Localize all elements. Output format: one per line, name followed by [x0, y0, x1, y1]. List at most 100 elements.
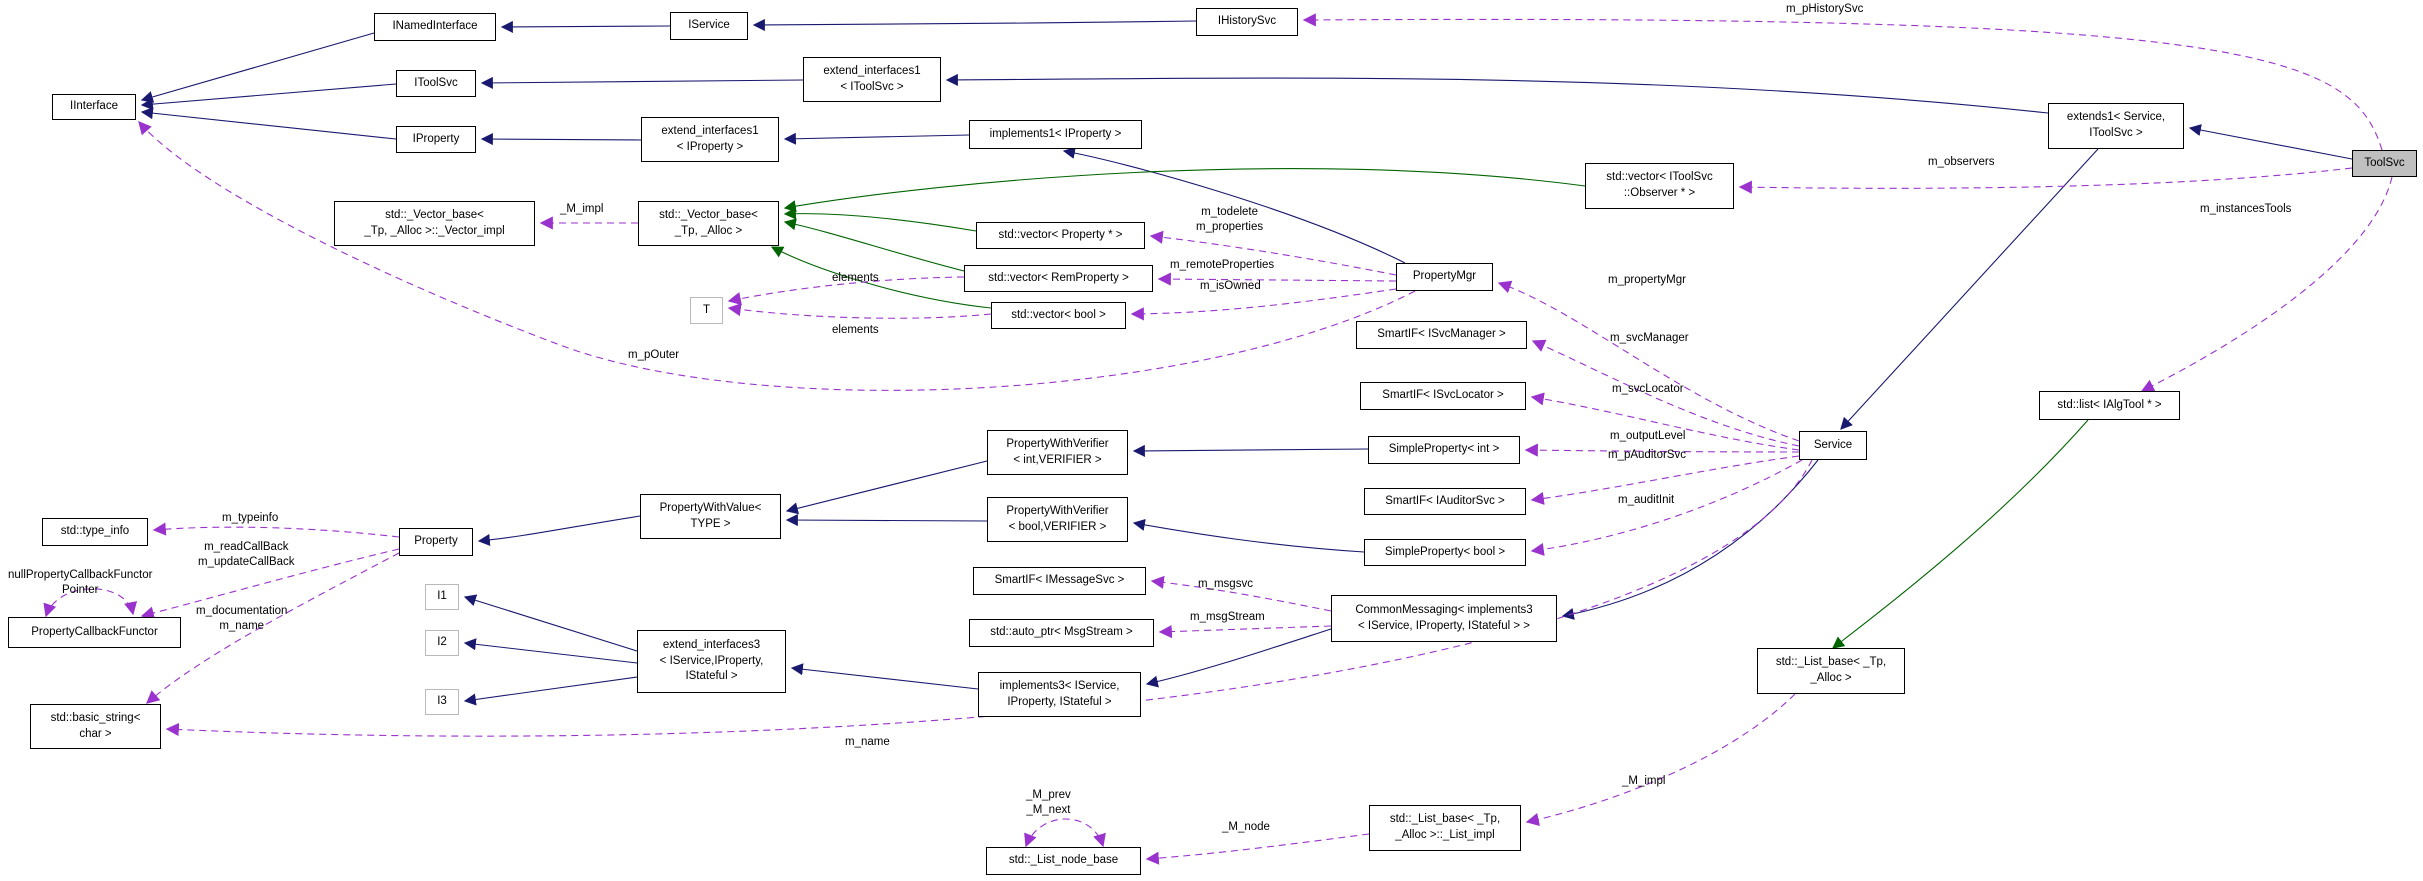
edge-template-vec_bool-to-vbase [770, 246, 992, 309]
class-node-iservice[interactable]: IService [670, 12, 748, 40]
class-node-pcf[interactable]: PropertyCallbackFunctor [8, 617, 181, 648]
edge-usage-commonmsg-to-smartif_msgsvc [1150, 575, 1332, 612]
edge-label-service-to-simpleprop_int: m_outputLevel [1610, 430, 1686, 442]
class-node-i1_param: I1 [425, 584, 459, 610]
class-node-ei1_toolsvc[interactable]: extend_interfaces1 < IToolSvc > [803, 57, 941, 102]
edge-label-vec_rem-to-t_param: elements [832, 272, 879, 284]
class-node-list_node[interactable]: std::_List_node_base [986, 847, 1141, 875]
class-node-ihistory[interactable]: IHistorySvc [1196, 8, 1298, 36]
edge-inherit-ihistory-to-iservice [752, 18, 1197, 32]
edge-usage-service-to-simpleprop_int [1524, 443, 1800, 457]
edge-label-list_base-to-list_impl: _M_impl [1622, 775, 1666, 787]
edge-usage-propertymgr-to-vec_bool [1130, 288, 1397, 321]
edge-inherit-commonmsg-to-impl3 [1145, 628, 1332, 688]
class-node-toolsvc: ToolSvc [2352, 150, 2417, 177]
class-node-smartif_auditor[interactable]: SmartIF< IAuditorSvc > [1364, 488, 1526, 515]
class-node-i3_param: I3 [425, 689, 459, 715]
class-node-itoolsvc[interactable]: IToolSvc [396, 70, 476, 97]
edge-inherit-extends1-to-ei1_toolsvc [945, 73, 2049, 114]
edge-label-service-to-propertymgr: m_propertyMgr [1608, 274, 1686, 286]
class-node-smartif_svcloc[interactable]: SmartIF< ISvcLocator > [1360, 382, 1526, 410]
edge-usage-service-to-simpleprop_bool [1530, 459, 1803, 556]
class-node-list_base[interactable]: std::_List_base< _Tp, _Alloc > [1757, 648, 1905, 694]
edge-label-pcf-to-pcf: nullPropertyCallbackFunctor Pointer [8, 569, 153, 596]
class-node-smartif_svcmgr[interactable]: SmartIF< ISvcManager > [1356, 321, 1527, 349]
edge-usage-toolsvc-to-ihistory [1302, 13, 2383, 151]
edge-label-service-to-simpleprop_bool: m_auditInit [1618, 494, 1675, 506]
edge-inherit-ei1_toolsvc-to-itoolsvc [480, 76, 804, 89]
class-node-simpleprop_bool[interactable]: SimpleProperty< bool > [1364, 539, 1526, 566]
edge-inherit-pwvalue-to-property [477, 515, 641, 547]
class-node-list_algtool[interactable]: std::list< IAlgTool * > [2039, 391, 2180, 420]
edge-inherit-simpleprop_int-to-pwv_int [1132, 444, 1369, 457]
class-node-smartif_msgsvc[interactable]: SmartIF< IMessageSvc > [973, 567, 1146, 595]
edge-usage-vec_rem-to-t_param [727, 276, 965, 306]
edge-usage-list_base-to-list_impl [1525, 693, 1796, 826]
class-node-basic_string[interactable]: std::basic_string< char > [30, 704, 161, 749]
class-node-commonmsg[interactable]: CommonMessaging< implements3 < IService,… [1331, 595, 1557, 642]
edge-inherit-simpleprop_bool-to-pwv_bool [1132, 518, 1365, 553]
edge-label-service-to-smartif_auditor: m_pAuditorSvc [1608, 449, 1686, 461]
edge-inherit-service-to-commonmsg [1561, 459, 1819, 620]
class-node-impl1_prop[interactable]: implements1< IProperty > [969, 120, 1142, 149]
edge-label-service-to-smartif_svcmgr: m_svcManager [1610, 332, 1689, 344]
edge-inherit-propertymgr-to-impl1_prop [1062, 146, 1406, 264]
edge-label-propertymgr-to-iinterface: m_pOuter [628, 349, 680, 361]
edge-usage-toolsvc-to-list_algtool [2140, 176, 2393, 392]
edge-template-list_algtool-to-list_base [1832, 419, 2089, 649]
edge-usage-property-to-basic_string [146, 552, 400, 704]
edge-template-vec_prop-to-vbase [783, 207, 977, 232]
edge-inherit-pwv_int-to-pwvalue [785, 460, 988, 515]
class-node-iproperty[interactable]: IProperty [396, 126, 476, 153]
edge-inherit-ei3-to-i2_param [463, 638, 638, 664]
edge-label-propertymgr-to-vec_rem: m_remoteProperties [1170, 259, 1275, 271]
edge-label-list_impl-to-list_node: _M_node [1222, 821, 1270, 833]
edge-inherit-iproperty-to-iinterface [140, 107, 397, 140]
class-node-i2_param: I2 [425, 630, 459, 656]
class-node-extends1[interactable]: extends1< Service, IToolSvc > [2048, 103, 2184, 149]
class-node-property[interactable]: Property [399, 528, 473, 556]
class-node-pwv_bool[interactable]: PropertyWithVerifier < bool,VERIFIER > [987, 497, 1128, 542]
class-node-impl3[interactable]: implements3< IService, IProperty, IState… [978, 672, 1141, 717]
class-node-ei3[interactable]: extend_interfaces3 < IService,IProperty,… [637, 630, 786, 693]
class-node-vec_prop[interactable]: std::vector< Property * > [976, 222, 1145, 249]
class-node-vbase[interactable]: std::_Vector_base< _Tp, _Alloc > [638, 201, 779, 246]
edge-usage-service-to-basic_string [165, 459, 1813, 737]
edge-label-toolsvc-to-vec_observer: m_observers [1928, 156, 1995, 168]
class-node-typeinfo[interactable]: std::type_info [42, 518, 148, 546]
edge-inherit-iservice-to-inamed [500, 20, 671, 33]
edge-inherit-ei3-to-i1_param [463, 594, 638, 652]
class-node-inamed[interactable]: INamedInterface [374, 13, 496, 41]
edge-label-toolsvc-to-ihistory: m_pHistorySvc [1786, 3, 1864, 15]
edge-usage-list_impl-to-list_node [1145, 833, 1370, 865]
class-node-propertymgr[interactable]: PropertyMgr [1396, 263, 1493, 291]
edge-usage-vec_bool-to-t_param [727, 303, 992, 319]
class-node-iinterface[interactable]: IInterface [52, 94, 136, 120]
edge-usage-service-to-smartif_auditor [1530, 455, 1800, 505]
edge-template-vec_rem-to-vbase [783, 218, 965, 272]
class-node-service[interactable]: Service [1799, 431, 1867, 460]
class-node-pwvalue[interactable]: PropertyWithValue< TYPE > [640, 494, 781, 539]
class-node-ei1_prop[interactable]: extend_interfaces1 < IProperty > [641, 117, 779, 162]
edge-label-vbase-to-vbase_impl: _M_impl [560, 203, 604, 215]
class-node-vbase_impl[interactable]: std::_Vector_base< _Tp, _Alloc >::_Vecto… [334, 201, 535, 246]
class-node-simpleprop_int[interactable]: SimpleProperty< int > [1368, 436, 1520, 464]
edge-inherit-itoolsvc-to-iinterface [140, 83, 397, 111]
class-node-vec_bool[interactable]: std::vector< bool > [991, 302, 1126, 329]
edge-usage-propertymgr-to-vec_prop [1149, 230, 1397, 276]
edge-inherit-impl3-to-ei3 [790, 663, 979, 690]
edge-usage-propertymgr-to-vec_rem [1157, 272, 1397, 286]
edge-label-property-to-basic_string: m_documentation m_name [196, 605, 288, 632]
class-node-autoptr[interactable]: std::auto_ptr< MsgStream > [969, 619, 1154, 647]
edge-usage-list_node-to-list_node [1024, 818, 1106, 848]
class-node-vec_observer[interactable]: std::vector< IToolSvc ::Observer * > [1585, 163, 1734, 209]
edge-label-commonmsg-to-autoptr: m_msgStream [1190, 611, 1265, 623]
edge-inherit-ei3-to-i3_param [463, 676, 638, 706]
class-node-list_impl[interactable]: std::_List_base< _Tp, _Alloc >::_List_im… [1369, 805, 1521, 851]
edge-usage-commonmsg-to-autoptr [1158, 624, 1332, 639]
edge-inherit-pwv_bool-to-pwvalue [785, 514, 988, 527]
class-node-pwv_int[interactable]: PropertyWithVerifier < int,VERIFIER > [987, 430, 1128, 475]
class-node-vec_rem[interactable]: std::vector< RemProperty > [964, 265, 1153, 292]
edge-label-service-to-basic_string: m_name [845, 736, 890, 748]
